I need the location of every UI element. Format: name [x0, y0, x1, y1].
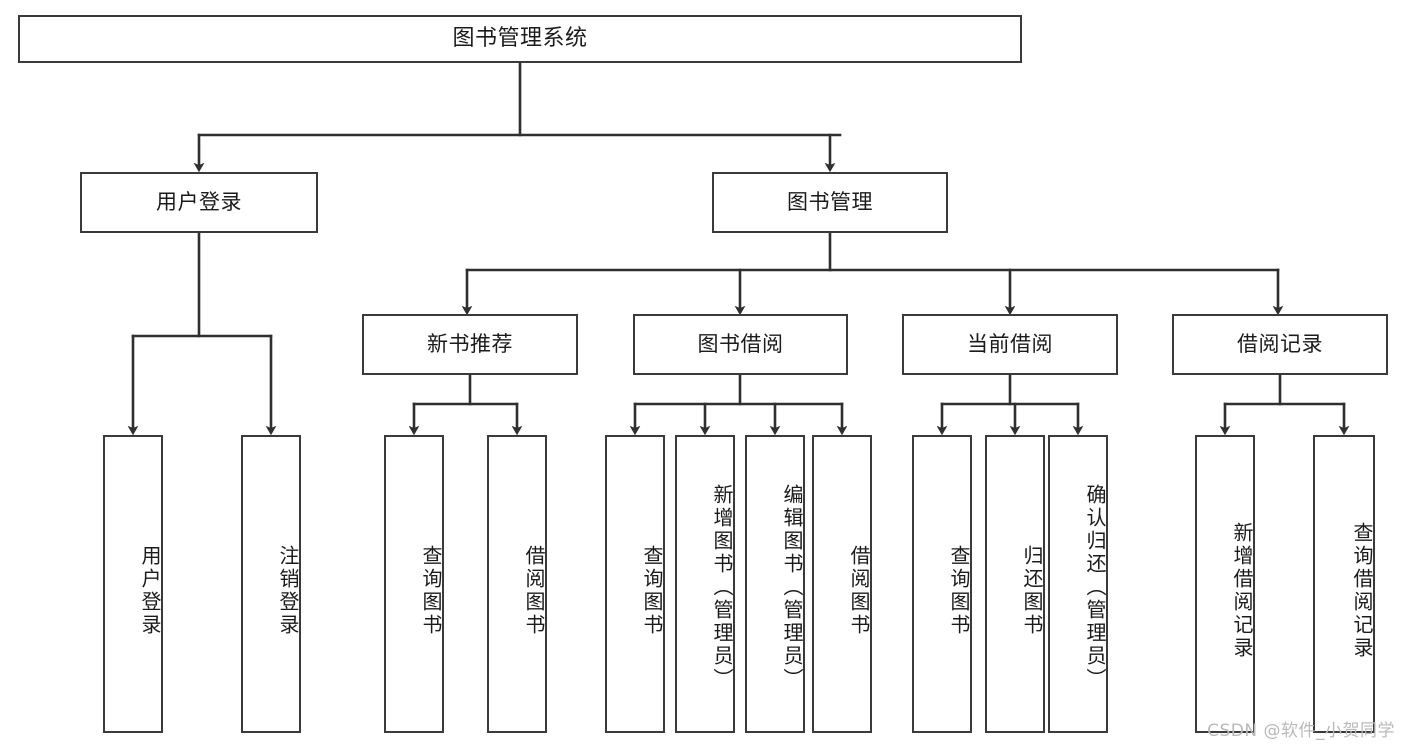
leaf-query-book-recommend[interactable]: 查询图书: [384, 435, 444, 733]
node-label: 新增借阅记录: [1230, 522, 1254, 660]
node-label: 查询借阅记录: [1350, 522, 1374, 660]
node-book-borrow[interactable]: 图书借阅: [633, 314, 848, 375]
node-user-login[interactable]: 用户登录: [80, 172, 318, 233]
node-label: 借阅图书: [847, 545, 871, 637]
leaf-confirm-return[interactable]: 确认归还（管理员）: [1048, 435, 1108, 733]
node-label: 查询图书: [947, 545, 971, 637]
node-label: 借阅记录: [1237, 332, 1323, 357]
node-label: 编辑图书（管理员）: [780, 483, 804, 691]
leaf-add-book[interactable]: 新增图书（管理员）: [675, 435, 735, 733]
leaf-add-borrow-record[interactable]: 新增借阅记录: [1195, 435, 1255, 733]
node-borrow-record[interactable]: 借阅记录: [1172, 314, 1388, 375]
node-book-manage[interactable]: 图书管理: [712, 172, 948, 233]
leaf-query-book-borrow[interactable]: 查询图书: [605, 435, 665, 733]
node-label: 图书借阅: [697, 332, 784, 357]
node-label: 注销登录: [276, 545, 300, 637]
leaf-query-book-current[interactable]: 查询图书: [912, 435, 972, 733]
node-label: 新书推荐: [427, 332, 513, 357]
node-label: 图书管理: [787, 190, 873, 215]
leaf-edit-book[interactable]: 编辑图书（管理员）: [745, 435, 805, 733]
node-label: 查询图书: [419, 545, 443, 637]
leaf-query-borrow-record[interactable]: 查询借阅记录: [1313, 435, 1375, 733]
node-label: 确认归还（管理员）: [1083, 483, 1107, 691]
leaf-user-login[interactable]: 用户登录: [103, 435, 163, 733]
node-label: 借阅图书: [522, 545, 546, 637]
node-new-book-recommend[interactable]: 新书推荐: [362, 314, 578, 375]
node-label: 新增图书（管理员）: [710, 483, 734, 691]
node-root-system[interactable]: 图书管理系统: [18, 15, 1022, 63]
leaf-user-logout[interactable]: 注销登录: [241, 435, 301, 733]
node-label: 归还图书: [1020, 545, 1044, 637]
watermark-text: CSDN @软件_小贺同学: [1207, 721, 1395, 741]
node-label: 图书管理系统: [452, 26, 588, 52]
node-label: 用户登录: [156, 190, 242, 215]
leaf-borrow-book[interactable]: 借阅图书: [812, 435, 872, 733]
node-current-borrow[interactable]: 当前借阅: [902, 314, 1118, 375]
node-label: 用户登录: [138, 545, 162, 637]
node-label: 查询图书: [640, 545, 664, 637]
leaf-return-book[interactable]: 归还图书: [985, 435, 1045, 733]
node-label: 当前借阅: [967, 332, 1053, 357]
leaf-borrow-book-recommend[interactable]: 借阅图书: [487, 435, 547, 733]
